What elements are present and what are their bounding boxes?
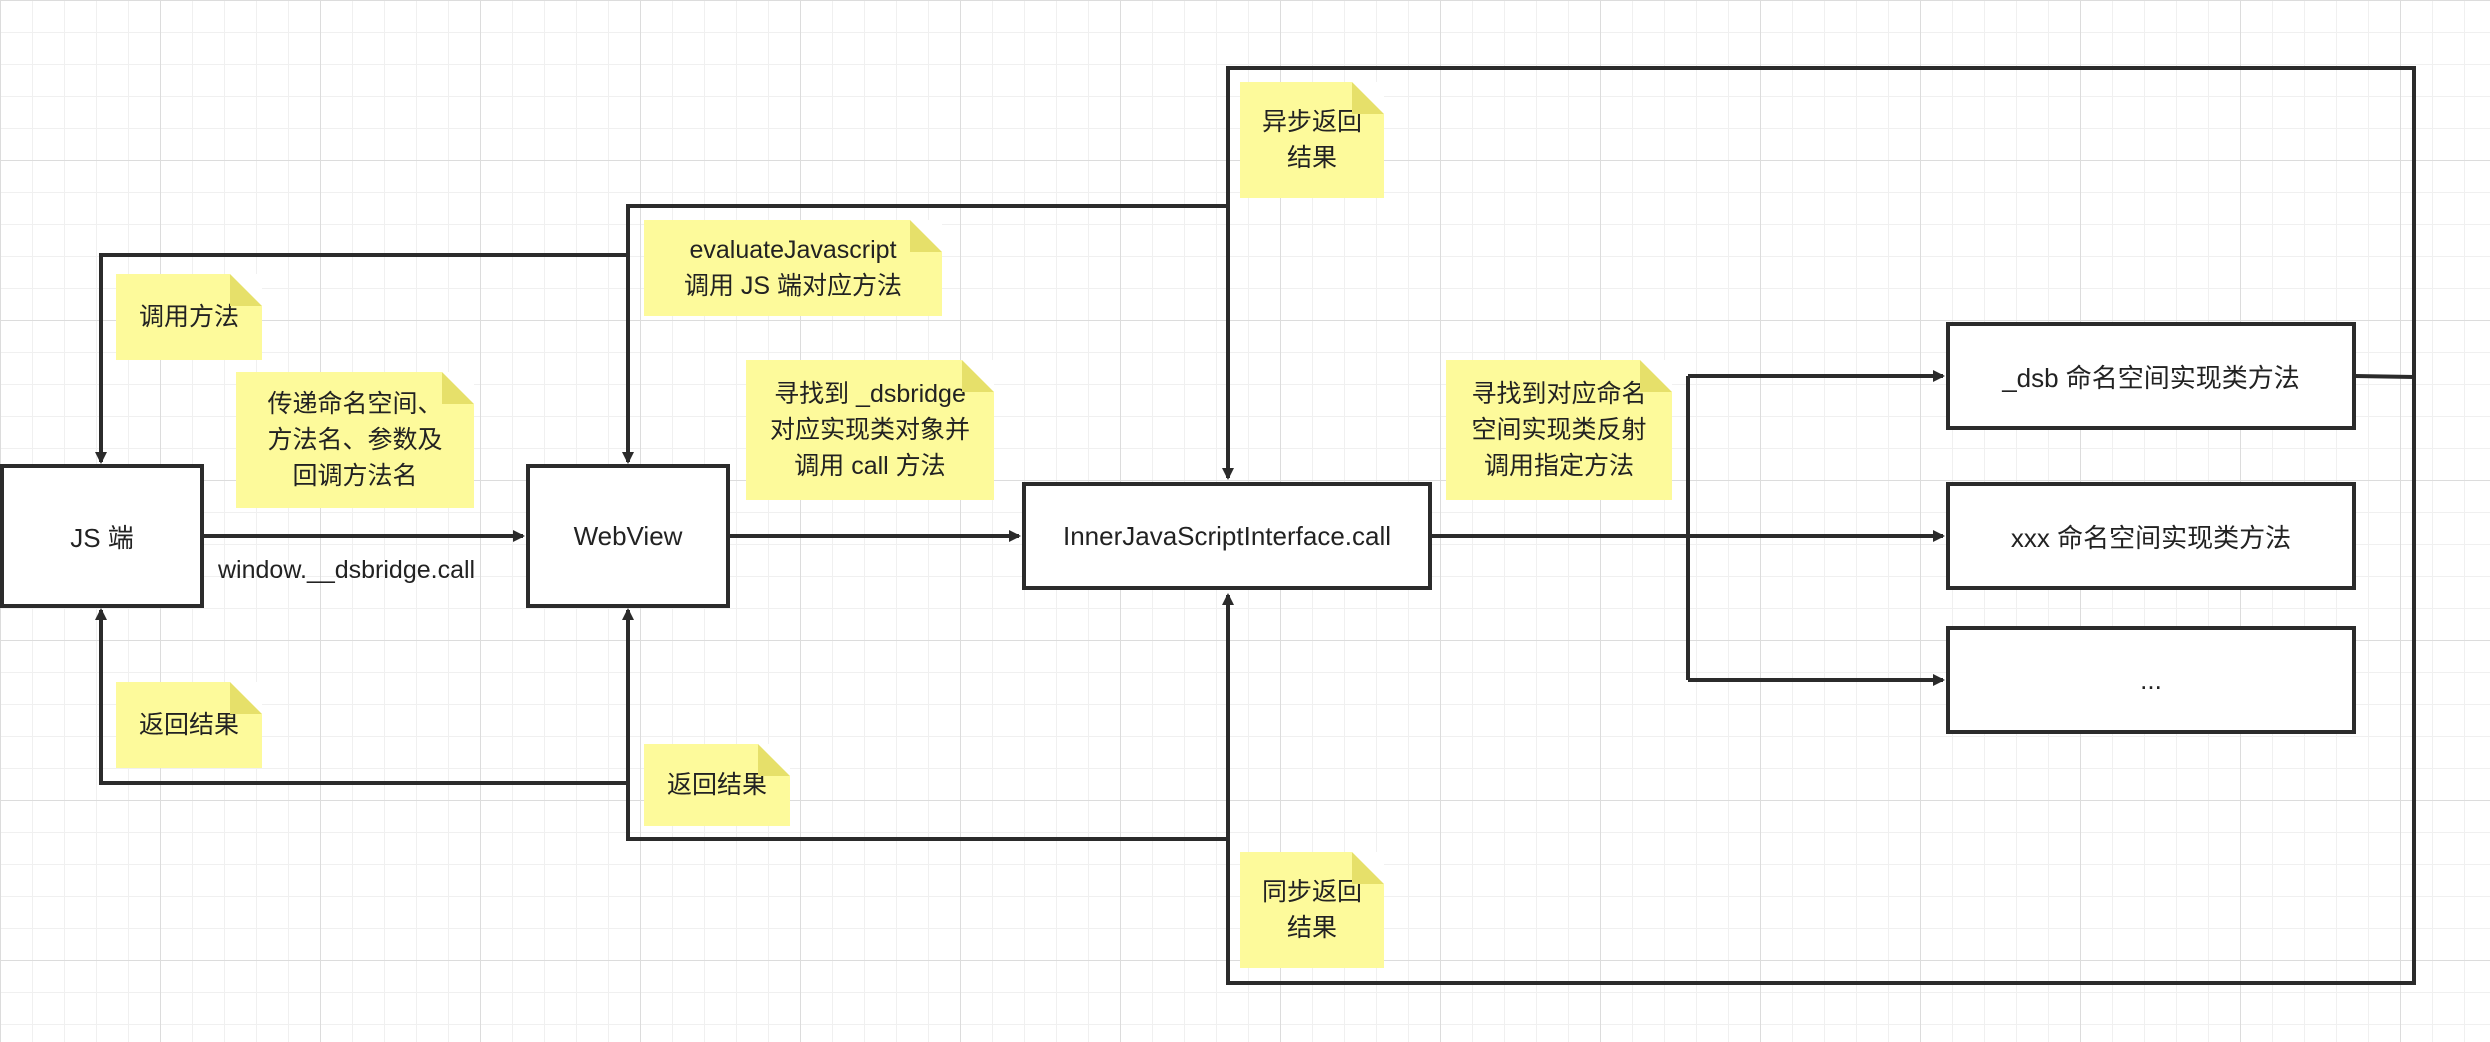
webview-node[interactable]: WebView bbox=[526, 464, 730, 608]
note-return-result-js: 返回结果 bbox=[116, 682, 262, 768]
note-text: 寻找到 _dsbridge 对应实现类对象并 调用 call 方法 bbox=[769, 380, 970, 480]
note-return-result-webview: 返回结果 bbox=[644, 744, 790, 826]
note-fold-icon bbox=[442, 372, 474, 404]
note-fold-icon bbox=[962, 360, 994, 392]
note-text: 返回结果 bbox=[138, 711, 239, 739]
note-reflect-call: 寻找到对应命名 空间实现类反射 调用指定方法 bbox=[1446, 360, 1672, 500]
note-async-return: 异步返回 结果 bbox=[1240, 82, 1384, 198]
edge-sync-loop bbox=[1222, 377, 2416, 985]
more-namespace-node[interactable]: ... bbox=[1946, 626, 2356, 734]
note-fold-icon bbox=[1352, 82, 1384, 114]
note-call-method: 调用方法 bbox=[116, 274, 262, 360]
note-find-dsbridge: 寻找到 _dsbridge 对应实现类对象并 调用 call 方法 bbox=[746, 360, 994, 500]
note-text: 调用方法 bbox=[138, 303, 239, 331]
note-text: 传递命名空间、 方法名、参数及 回调方法名 bbox=[267, 390, 443, 490]
js-node[interactable]: JS 端 bbox=[0, 464, 204, 608]
edge-inner-return-to-webview bbox=[622, 608, 1228, 841]
note-text: 寻找到对应命名 空间实现类反射 调用指定方法 bbox=[1471, 380, 1647, 480]
note-fold-icon bbox=[1352, 852, 1384, 884]
note-fold-icon bbox=[1640, 360, 1672, 392]
note-fold-icon bbox=[910, 220, 942, 252]
note-pass-params: 传递命名空间、 方法名、参数及 回调方法名 bbox=[236, 372, 474, 508]
note-fold-icon bbox=[230, 682, 262, 714]
xxx-namespace-node[interactable]: xxx 命名空间实现类方法 bbox=[1946, 482, 2356, 590]
note-text: 同步返回 结果 bbox=[1261, 878, 1362, 942]
dsb-namespace-node[interactable]: _dsb 命名空间实现类方法 bbox=[1946, 322, 2356, 430]
note-fold-icon bbox=[758, 744, 790, 776]
edge-webview-return-to-js bbox=[95, 608, 628, 785]
edge-webview-to-js-call bbox=[95, 253, 628, 464]
note-text: 异步返回 结果 bbox=[1261, 108, 1362, 172]
note-evaluate-js: evaluateJavascript 调用 JS 端对应方法 bbox=[644, 220, 942, 316]
edge-eval-to-webview bbox=[622, 204, 1228, 464]
inner-call-node[interactable]: InnerJavaScriptInterface.call bbox=[1022, 482, 1432, 590]
note-fold-icon bbox=[230, 274, 262, 306]
note-sync-return: 同步返回 结果 bbox=[1240, 852, 1384, 968]
note-text: evaluateJavascript 调用 JS 端对应方法 bbox=[683, 236, 903, 300]
note-text: 返回结果 bbox=[666, 771, 767, 799]
window-call-label: window.__dsbridge.call bbox=[218, 556, 476, 584]
